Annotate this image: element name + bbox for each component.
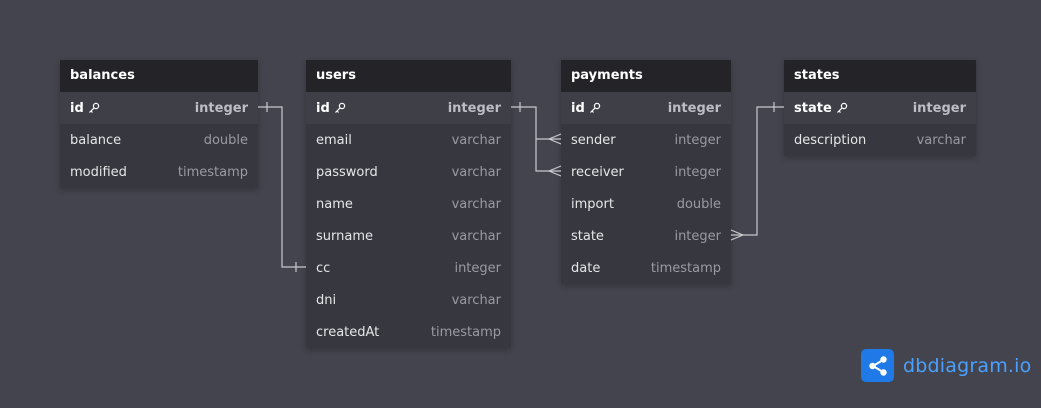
- field-type: varchar: [451, 196, 501, 212]
- brand-name: dbdiagram.io: [903, 354, 1032, 377]
- key-icon: [836, 102, 847, 113]
- field-name: cc: [316, 260, 331, 276]
- table-row[interactable]: id integer: [561, 92, 731, 124]
- table-row[interactable]: name varchar: [306, 188, 511, 220]
- table-row[interactable]: id integer: [306, 92, 511, 124]
- brand-watermark[interactable]: dbdiagram.io: [861, 349, 1031, 382]
- field-type: double: [203, 132, 248, 148]
- field-name: email: [316, 132, 352, 148]
- table-row[interactable]: cc integer: [306, 252, 511, 284]
- field-type: varchar: [451, 132, 501, 148]
- field-name: sender: [571, 132, 616, 148]
- table-payments[interactable]: payments id integer sender integer recei…: [561, 60, 731, 284]
- table-row[interactable]: state integer: [561, 220, 731, 252]
- field-name: balance: [70, 132, 122, 148]
- field-type: integer: [674, 228, 721, 244]
- field-type: integer: [674, 132, 721, 148]
- field-type: timestamp: [177, 164, 248, 180]
- field-type: integer: [667, 100, 721, 116]
- key-icon: [334, 102, 345, 113]
- field-name: id: [70, 100, 84, 116]
- field-type: varchar: [916, 132, 966, 148]
- table-row[interactable]: import double: [561, 188, 731, 220]
- table-row[interactable]: state integer: [784, 92, 976, 124]
- field-name: id: [316, 100, 330, 116]
- table-balances[interactable]: balances id integer balance double modif…: [60, 60, 258, 188]
- field-type: varchar: [451, 292, 501, 308]
- field-name: name: [316, 196, 353, 212]
- field-name: password: [316, 164, 378, 180]
- field-type: integer: [454, 260, 501, 276]
- field-name: dni: [316, 292, 337, 308]
- field-name: id: [571, 100, 585, 116]
- key-icon: [589, 102, 600, 113]
- table-states[interactable]: states state integer description varchar: [784, 60, 976, 156]
- table-row[interactable]: surname varchar: [306, 220, 511, 252]
- field-type: integer: [912, 100, 966, 116]
- relation-payments-states[interactable]: [730, 102, 784, 241]
- table-row[interactable]: createdAt timestamp: [306, 316, 511, 348]
- table-row[interactable]: sender integer: [561, 124, 731, 156]
- table-users[interactable]: users id integer email varchar password …: [306, 60, 511, 348]
- table-header[interactable]: users: [306, 60, 511, 92]
- share-icon: [861, 349, 894, 382]
- table-row[interactable]: dni varchar: [306, 284, 511, 316]
- field-type: integer: [447, 100, 501, 116]
- relation-balances-users[interactable]: [258, 102, 306, 272]
- table-row[interactable]: receiver integer: [561, 156, 731, 188]
- table-row[interactable]: email varchar: [306, 124, 511, 156]
- table-row[interactable]: id integer: [60, 92, 258, 124]
- table-row[interactable]: description varchar: [784, 124, 976, 156]
- table-header[interactable]: balances: [60, 60, 258, 92]
- field-name: import: [571, 196, 614, 212]
- field-type: varchar: [451, 228, 501, 244]
- field-type: integer: [194, 100, 248, 116]
- field-type: timestamp: [650, 260, 721, 276]
- field-type: double: [676, 196, 721, 212]
- field-type: integer: [674, 164, 721, 180]
- relation-users-payments[interactable]: [511, 102, 562, 177]
- field-name: createdAt: [316, 324, 380, 340]
- field-name: receiver: [571, 164, 624, 180]
- field-type: timestamp: [430, 324, 501, 340]
- key-icon: [88, 102, 99, 113]
- field-name: description: [794, 132, 867, 148]
- field-name: date: [571, 260, 601, 276]
- field-name: surname: [316, 228, 373, 244]
- table-row[interactable]: password varchar: [306, 156, 511, 188]
- table-row[interactable]: date timestamp: [561, 252, 731, 284]
- field-name: modified: [70, 164, 127, 180]
- table-header[interactable]: payments: [561, 60, 731, 92]
- field-type: varchar: [451, 164, 501, 180]
- field-name: state: [794, 100, 832, 116]
- table-header[interactable]: states: [784, 60, 976, 92]
- table-row[interactable]: modified timestamp: [60, 156, 258, 188]
- field-name: state: [571, 228, 604, 244]
- table-row[interactable]: balance double: [60, 124, 258, 156]
